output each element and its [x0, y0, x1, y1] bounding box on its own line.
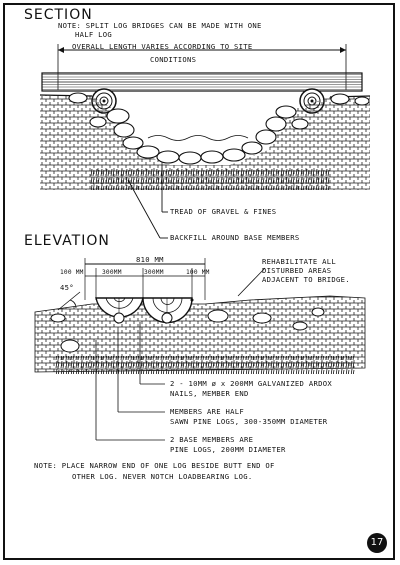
half-log-right — [142, 297, 193, 324]
nails-line2: NAILS, MEMBER END — [170, 389, 249, 398]
dim-100-right: 100 MM — [186, 269, 210, 276]
elevation-note-line2: OTHER LOG. NEVER NOTCH LOADBEARING LOG. — [72, 472, 253, 481]
section-title: SECTION — [24, 7, 93, 23]
rehab-line1: REHABILITATE ALL — [262, 257, 337, 266]
section-note-line2: HALF LOG — [75, 30, 113, 39]
dim-300-left: 300MM — [102, 269, 122, 276]
nails-line1: 2 - 10MM ø x 200MM GALVANIZED ARDOX — [170, 379, 332, 388]
half-log-left — [95, 297, 144, 324]
elevation-title: ELEVATION — [24, 233, 110, 249]
ground-body — [40, 95, 370, 190]
members-line2: SAWN PINE LOGS, 300-350MM DIAMETER — [170, 417, 328, 426]
ground-grass — [90, 168, 330, 190]
width-dimension-line — [84, 258, 206, 300]
dim-100-left: 100 MM — [60, 269, 84, 276]
rock-lining — [68, 92, 370, 165]
water-surface — [147, 135, 249, 141]
page-number-badge: 17 — [367, 533, 387, 553]
length-note-line1: OVERALL LENGTH VARIES ACCORDING TO SITE — [72, 42, 253, 51]
elevation-note-line1: NOTE: PLACE NARROW END OF ONE LOG BESIDE… — [34, 461, 275, 470]
members-line1: MEMBERS ARE HALF — [170, 407, 245, 416]
angle-label: 45° — [60, 283, 74, 292]
overall-width-label: 810 MM — [136, 255, 164, 264]
rehab-line2: DISTURBED AREAS — [262, 266, 332, 275]
base-line2: PINE LOGS, 200MM DIAMETER — [170, 445, 286, 454]
tread-label: TREAD OF GRAVEL & FINES — [170, 207, 277, 216]
dim-300-right: 300MM — [144, 269, 164, 276]
elevation-grass — [55, 356, 355, 374]
base-line1: 2 BASE MEMBERS ARE — [170, 435, 254, 444]
elevation-rocks — [50, 307, 325, 353]
length-note-line2: CONDITIONS — [150, 55, 197, 64]
backfill-label: BACKFILL AROUND BASE MEMBERS — [170, 233, 300, 242]
section-note-line1: NOTE: SPLIT LOG BRIDGES CAN BE MADE WITH… — [58, 21, 262, 30]
rehab-line3: ADJACENT TO BRIDGE. — [262, 275, 350, 284]
